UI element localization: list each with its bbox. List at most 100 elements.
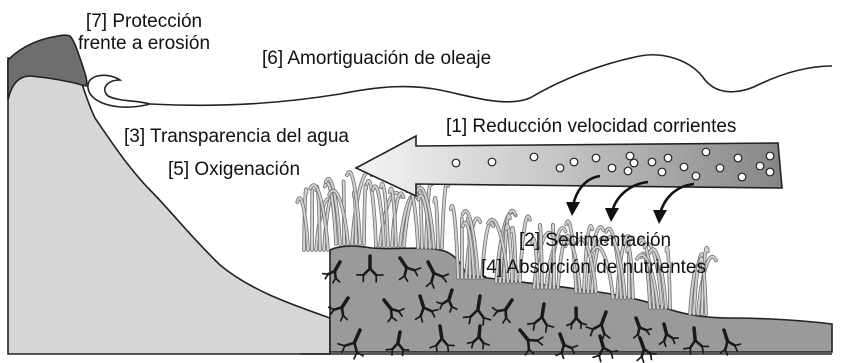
root-segment	[482, 342, 490, 346]
root-segment	[642, 347, 652, 356]
sedimentation-arrowhead-3	[653, 210, 667, 224]
seagrass-leaf	[371, 185, 385, 247]
seagrass-leaf	[328, 189, 349, 245]
suspended-particle	[647, 157, 657, 167]
root-segment	[466, 341, 475, 344]
root-segment	[396, 341, 405, 352]
root-segment	[451, 306, 458, 311]
root-segment	[632, 333, 639, 339]
suspended-particle	[625, 151, 635, 161]
seagrass-leaf	[481, 221, 495, 279]
root-segment	[570, 322, 573, 330]
label-water-transparency: [3] Transparencia del agua	[124, 126, 349, 147]
suspended-particle	[555, 163, 565, 173]
seagrass-leaf	[605, 236, 626, 299]
root-segment	[340, 296, 350, 310]
root-segment	[591, 323, 603, 331]
root-segment	[397, 310, 403, 317]
root-segment	[602, 346, 613, 354]
seagrass-leaf	[510, 226, 517, 283]
sedimentation-arrow-3	[658, 182, 695, 215]
root-segment	[491, 306, 499, 313]
root-segment	[471, 335, 481, 344]
suspended-particle	[765, 151, 775, 161]
root-segment	[414, 314, 422, 321]
root-segment	[422, 306, 434, 313]
root-segment	[441, 273, 450, 278]
root-segment	[324, 273, 329, 280]
root-segment	[440, 337, 449, 347]
root-segment	[689, 346, 692, 356]
root-segment	[476, 294, 482, 312]
root-segment	[477, 324, 482, 339]
root-segment	[340, 306, 345, 317]
root-segment	[634, 316, 642, 330]
cliff-top	[7, 34, 88, 101]
suspended-particle	[679, 162, 689, 172]
root-segment	[526, 322, 536, 325]
seagrass-roots	[321, 254, 742, 363]
root-segment	[540, 302, 546, 319]
suspended-particle	[691, 171, 701, 181]
root-segment	[341, 344, 346, 354]
label-erosion-line2: frente a erosión	[78, 33, 211, 54]
root-segment	[468, 315, 472, 325]
root-segment	[419, 306, 426, 318]
root-segment	[598, 354, 602, 363]
suspended-particle	[765, 167, 775, 177]
suspended-particle	[715, 163, 725, 173]
root-segment	[558, 332, 566, 347]
root-segment	[492, 310, 499, 317]
seagrass-leaf	[342, 180, 345, 245]
root-segment	[597, 346, 605, 357]
root-segment	[447, 298, 454, 309]
seagrass-leaf	[345, 171, 361, 245]
root-segment	[560, 343, 566, 355]
seagrass-leaf	[538, 224, 543, 289]
root-segment	[401, 348, 404, 357]
root-segment	[339, 314, 344, 322]
root-segment	[332, 306, 344, 311]
root-segment	[533, 315, 544, 325]
root-segment	[382, 298, 393, 311]
root-segment	[610, 351, 614, 359]
breaking-wave	[87, 74, 151, 108]
root-segment	[353, 351, 358, 360]
root-segment	[396, 330, 402, 345]
root-segment	[447, 288, 454, 302]
seagrass-leaf	[417, 194, 431, 249]
root-segment	[390, 316, 398, 322]
label-nutrient-absorption: [4] Absorción de nutrientes	[481, 257, 706, 278]
root-segment	[610, 349, 619, 353]
root-segment	[638, 326, 648, 332]
root-segment	[526, 338, 531, 351]
label-oxygenation: [5] Oxigenación	[168, 159, 301, 180]
sedimentation-arrows	[566, 174, 695, 224]
root-segment	[640, 355, 645, 363]
root-segment	[403, 275, 409, 283]
root-segment	[636, 355, 643, 362]
seagrass-leaf	[391, 192, 405, 247]
root-segment	[505, 316, 511, 324]
root-segment	[356, 351, 364, 357]
seagrass-leaves	[295, 170, 718, 316]
root-segment	[418, 294, 426, 310]
root-segment	[701, 345, 705, 354]
root-segment	[333, 269, 338, 280]
root-segment	[413, 267, 422, 272]
root-segment	[726, 339, 736, 347]
suspended-particle	[663, 153, 673, 163]
suspended-particle	[701, 147, 711, 157]
root-segment	[524, 348, 530, 356]
root-segment	[733, 344, 739, 352]
root-segment	[649, 352, 653, 361]
root-segment	[600, 323, 606, 336]
root-segment	[562, 343, 574, 350]
label-erosion-protection: [7] Protección frente a erosión	[78, 11, 210, 55]
water-surface-waves	[149, 54, 833, 107]
root-segment	[580, 322, 588, 326]
root-segment	[540, 315, 549, 327]
root-segment	[536, 336, 544, 342]
root-segment	[419, 314, 424, 323]
